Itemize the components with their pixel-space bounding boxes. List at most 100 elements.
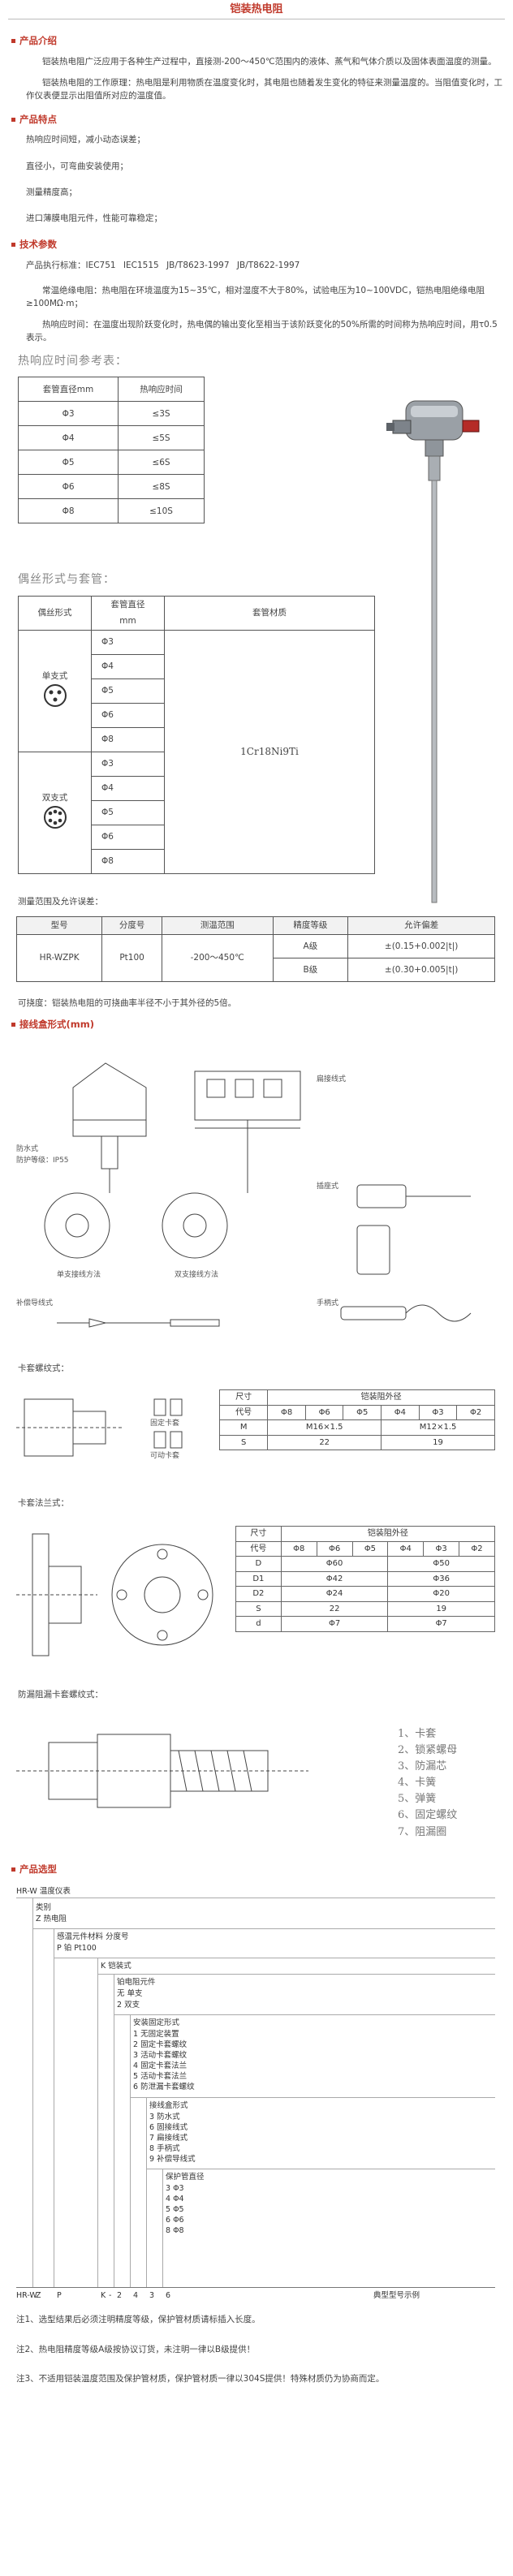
example-code: 4 (133, 2291, 139, 2301)
example-code: 3 (149, 2291, 155, 2301)
table-row: Φ8≤10S (17, 498, 205, 524)
part-item: 2、锁紧螺母 (398, 1743, 458, 1756)
flange-title: 卡套法兰式： (18, 1498, 69, 1509)
table-header: 套管材质 (164, 596, 375, 631)
table-header: Φ6 (316, 1540, 353, 1557)
label-compensation: 补偿导线式 (16, 1299, 54, 1307)
double-core-icon (43, 805, 67, 829)
table-cell: Φ60 (280, 1556, 389, 1572)
table-cell: Φ5 (91, 678, 165, 704)
leak-title: 防漏阻漏卡套螺纹式： (18, 1690, 103, 1700)
table-row: Φ4≤5S (17, 425, 205, 451)
model-row: 1 无固定装置 (133, 2030, 179, 2040)
wire-table: 偶丝形式 套管直径 套管材质 mm 单支式 Φ3 1Cr18Ni9Ti Φ4 Φ… (18, 596, 375, 874)
table-row: HR-WZPK Pt100 -200～450℃ A级 ±(0.15+0.002|… (15, 933, 495, 982)
footnote: 注3、不适用铠装温度范围及保护管材质，保护管材质一律以304S提供！特殊材质仍为… (16, 2374, 385, 2384)
model-row: 3 防水式 (149, 2113, 180, 2122)
model-row: 7 扁接线式 (149, 2134, 188, 2143)
table-cell: Φ6 (91, 702, 165, 728)
table-cell: Φ50 (387, 1556, 495, 1572)
ferrule-drawings (16, 1398, 183, 1457)
feature-item: 热响应时间短，减小动态误差； (26, 135, 145, 145)
table-cell: Φ8 (17, 498, 119, 524)
model-row: 无 单支 (117, 1989, 143, 1999)
footnotes: 注1、选型结果后必须注明精度等级，保护管材质请标插入长度。 注2、热电阻精度等级… (16, 2313, 505, 2385)
table-header: 偶丝形式 (18, 596, 92, 631)
tech-p1: 常温绝缘电阻：热电阻在环境温度为15~35℃，相对湿度不大于80%，试验电压为1… (26, 285, 485, 308)
table-cell: D (235, 1556, 282, 1572)
table-header: 测温范围 (161, 915, 274, 935)
features-list: 热响应时间短，减小动态误差； 直径小，可弯曲安装使用； 测量精度高； 进口薄膜电… (26, 133, 505, 225)
model-row: 2 双支 (117, 2001, 140, 2010)
table-header: 代号 (235, 1540, 282, 1557)
table-header: 精度等级 (272, 915, 349, 935)
table-header-row: 偶丝形式 套管直径 套管材质 (18, 596, 375, 631)
table-header: 允许偏差 (347, 915, 495, 935)
features-heading: 产品特点 (11, 113, 505, 127)
intro-p1: 铠装热电阻广泛应用于各种生产过程中，直接测-200～450℃范围内的液体、蒸气和… (42, 56, 497, 67)
example-code: HR-W (16, 2291, 37, 2301)
bend-note: 可挠度：铠装热电阻的可挠曲率半径不小于其外径的5倍。 (18, 997, 237, 1008)
table-header: Φ4 (387, 1540, 425, 1557)
table-cell: D2 (235, 1586, 282, 1602)
table-header-row: 套管直径mm 热响应时间 (17, 377, 205, 403)
table-header-row: 型号 分度号 测温范围 精度等级 允许偏差 (15, 915, 495, 935)
table-cell: A级 (272, 933, 349, 958)
table-row: M M16×1.5 M12×1.5 (218, 1419, 495, 1436)
table-row: Φ8 (19, 726, 375, 752)
model-row: 5 活动卡套法兰 (133, 2072, 188, 2082)
table-header: 型号 (15, 915, 103, 935)
table-header: 套管直径 (91, 596, 165, 614)
table-cell: 22 (267, 1434, 382, 1451)
model-row: K 铠装式 (101, 1962, 131, 1971)
wire-single-label: 单支式 (41, 671, 68, 682)
model-row: 安装固定形式 (133, 2018, 180, 2028)
junction-drawings (44, 1062, 472, 1328)
table-cell: Φ4 (17, 425, 119, 451)
tech-standards: 产品执行标准：IEC751 IEC1515 JB/T8623-1997 JB/T… (26, 261, 300, 271)
table-cell: Φ7 (280, 1616, 389, 1632)
table-row: S 22 19 (218, 1434, 495, 1451)
table-cell: ±(0.15+0.002|t|) (347, 933, 495, 958)
table-row: 单支式 Φ3 1Cr18Ni9Ti (18, 629, 375, 874)
table-cell: HR-WZPK (15, 933, 103, 982)
wire-double-label: 双支式 (41, 793, 68, 803)
table-row: Φ8 (19, 848, 375, 874)
table-cell: -200～450℃ (161, 933, 274, 982)
table-header: Φ3 (423, 1540, 460, 1557)
leak-diagram: 1、卡套 2、锁紧螺母 3、防漏芯 4、卡簧 5、弹簧 6、固定螺纹 7、阻漏圈 (16, 1710, 505, 1856)
example-code: P (57, 2291, 62, 2301)
ferrule-diagram: 固定卡套 可动卡套 尺寸 铠装阻外径 代号 Φ8 Φ6 Φ5 Φ4 Φ3 Φ2 … (16, 1383, 505, 1488)
table-header: 套管直径mm (17, 377, 119, 403)
model-row: Z 热电阻 (36, 1915, 67, 1924)
range-table: 型号 分度号 测温范围 精度等级 允许偏差 HR-WZPK Pt100 -200… (15, 915, 495, 982)
table-cell: ≤10S (118, 498, 205, 524)
table-cell: M (218, 1419, 269, 1436)
wire-double-cell: 双支式 (18, 751, 92, 874)
table-header-row: 尺寸 铠装阻外径 (218, 1389, 495, 1406)
tech-p2: 热响应时间：在温度出现阶跃变化时，热电偶的输出变化至相当于该阶跃变化的50%所需… (26, 320, 498, 343)
table-cell: Φ3 (91, 629, 165, 655)
table-cell: Φ6 (91, 824, 165, 850)
model-row: 3 活动卡套螺纹 (133, 2051, 188, 2061)
table-cell: M16×1.5 (267, 1419, 382, 1436)
table-header-row: 代号 Φ8 Φ6 Φ5 Φ4 Φ3 Φ2 (235, 1540, 495, 1557)
table-cell: 22 (280, 1600, 389, 1618)
table-header: 代号 (218, 1404, 269, 1421)
model-row: 8 Φ8 (166, 2226, 184, 2236)
intro-p2: 铠装热电阻的工作原理：热电阻是利用物质在温度变化时，其电阻也随着发生变化的特征来… (26, 78, 502, 101)
model-row: 感温元件材料 分度号 (57, 1932, 129, 1942)
table-cell: Φ42 (280, 1570, 389, 1587)
wire-title: 偶丝形式与套管： (18, 573, 115, 587)
table-row: Φ3≤3S (17, 401, 205, 427)
label-double-wiring: 双支接线方法 (175, 1270, 219, 1279)
table-header: Φ2 (456, 1404, 495, 1421)
model-row: 3 Φ3 (166, 2184, 184, 2194)
model-row: 4 固定卡套法兰 (133, 2061, 188, 2071)
table-header: Φ4 (381, 1404, 420, 1421)
example-code: Z (36, 2291, 41, 2301)
